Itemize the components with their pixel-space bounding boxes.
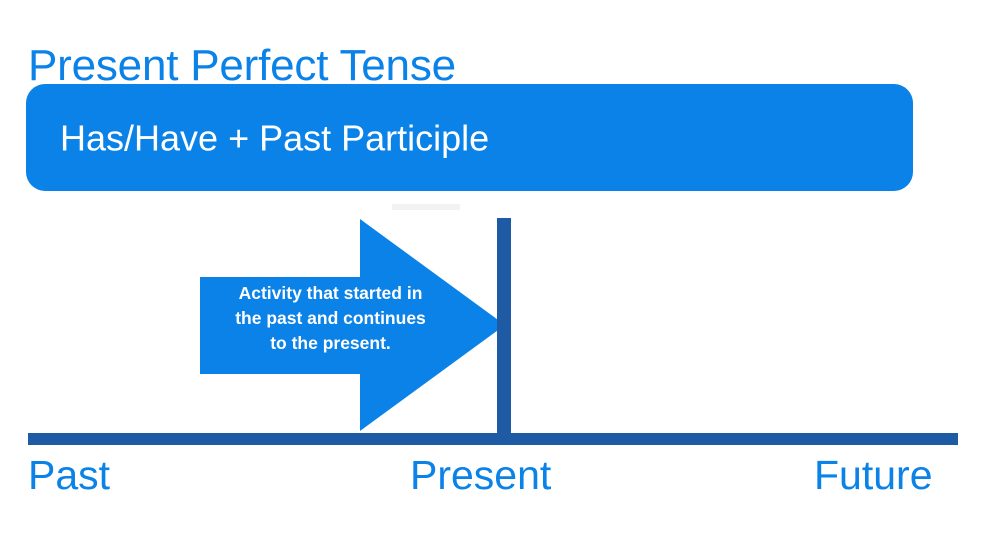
arrow-caption-line-3: to the present. [270, 332, 391, 353]
page-title: Present Perfect Tense [28, 41, 456, 91]
formula-banner: Has/Have + Past Participle [26, 84, 913, 191]
arrow-shape-icon [200, 219, 505, 431]
timeline-axis [28, 433, 958, 445]
present-marker-bar [497, 218, 511, 440]
formula-text: Has/Have + Past Participle [60, 116, 490, 158]
activity-arrow: Activity that started in the past and co… [200, 219, 505, 431]
timeline-label-future: Future [814, 452, 933, 498]
timeline-label-past: Past [28, 452, 111, 498]
arrow-caption: Activity that started in the past and co… [208, 281, 453, 356]
arrow-caption-line-2: the past and continues [235, 307, 426, 328]
timeline-label-present: Present [410, 452, 552, 498]
scan-artifact [392, 204, 460, 210]
arrow-caption-line-1: Activity that started in [238, 283, 423, 303]
